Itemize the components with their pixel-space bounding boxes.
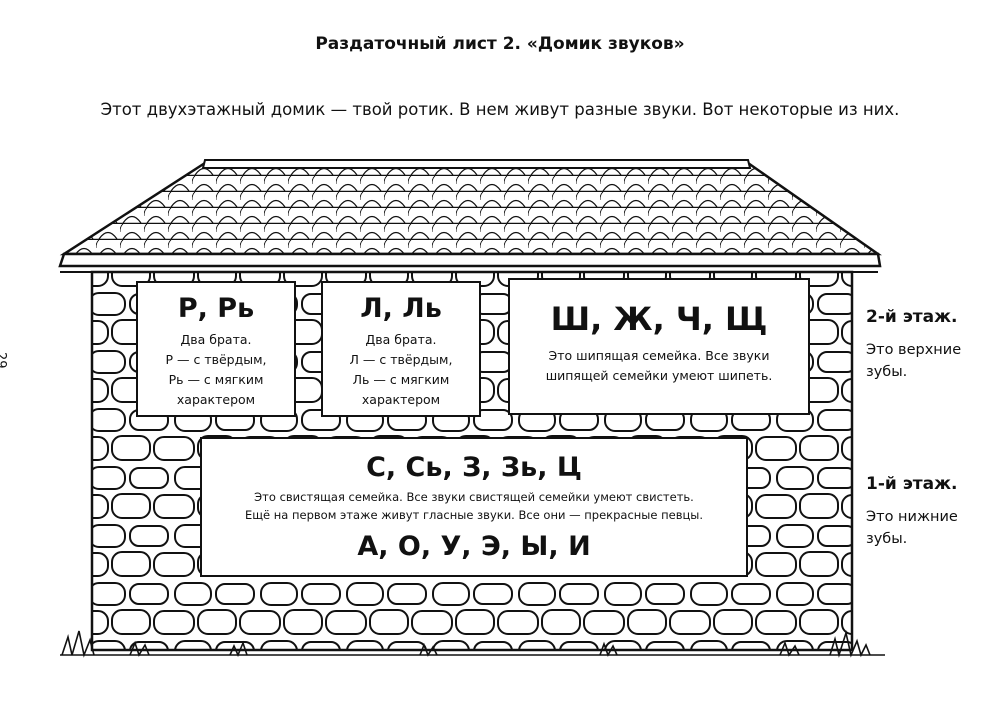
card-whistling-letters: С, Сь, З, Зь, Ц (366, 452, 582, 483)
second-floor-label: 2-й этаж. (866, 307, 958, 327)
desc-line: Р — с твёрдым, (165, 352, 267, 367)
floor-desc-line: зубы. (866, 364, 908, 381)
card-hissing-letters: Ш, Ж, Ч, Щ (550, 300, 768, 338)
desc-line: Л — с твёрдым, (349, 352, 453, 367)
card-whistling-description: Это свистящая семейка. Все звуки свистящ… (202, 489, 746, 525)
desc-line: характером (361, 392, 441, 407)
grass (60, 629, 885, 658)
floor-desc-line: Это верхние (866, 342, 962, 358)
card-l-description: Два брата. Л — с твёрдым, Ль — с мягким … (323, 330, 479, 410)
desc-line: Два брата. (180, 332, 252, 347)
second-floor-description: Это верхние зубы. (866, 339, 961, 384)
desc-line: Два брата. (365, 332, 437, 347)
card-r-description: Два брата. Р — с твёрдым, Рь — с мягким … (138, 330, 294, 410)
roof (58, 159, 882, 273)
card-l-sounds: Л, Ль Два брата. Л — с твёрдым, Ль — с м… (321, 281, 481, 417)
page-title: Раздаточный лист 2. «Домик звуков» (315, 34, 685, 54)
card-hissing-description: Это шипящая семейка. Все звуки шипящей с… (510, 346, 808, 386)
card-l-letters: Л, Ль (360, 293, 442, 324)
desc-line: характером (176, 392, 256, 407)
card-r-sounds: Р, Рь Два брата. Р — с твёрдым, Рь — с м… (136, 281, 296, 417)
desc-line: Ещё на первом этаже живут гласные звуки.… (244, 507, 704, 522)
desc-line: Это свистящая семейка. Все звуки свистящ… (254, 490, 694, 504)
first-floor-description: Это нижние зубы. (866, 506, 958, 551)
desc-line: шипящей семейки умеют шипеть. (545, 368, 773, 383)
intro-text: Этот двухэтажный домик — твой ротик. В н… (100, 100, 900, 119)
first-floor-label: 1-й этаж. (866, 474, 958, 494)
floor-desc-line: зубы. (866, 531, 908, 548)
desc-line: Это шипящая семейка. Все звуки (548, 348, 770, 363)
card-r-letters: Р, Рь (177, 293, 255, 324)
floor-desc-line: Это нижние (866, 509, 958, 525)
card-vowel-letters: А, О, У, Э, Ы, И (357, 530, 591, 562)
desc-line: Ль — с мягким (352, 372, 450, 387)
card-hissing-sounds: Ш, Ж, Ч, Щ Это шипящая семейка. Все звук… (508, 278, 810, 415)
desc-line: Рь — с мягким (168, 372, 264, 387)
card-whistling-sounds: С, Сь, З, Зь, Ц Это свистящая семейка. В… (200, 437, 748, 577)
